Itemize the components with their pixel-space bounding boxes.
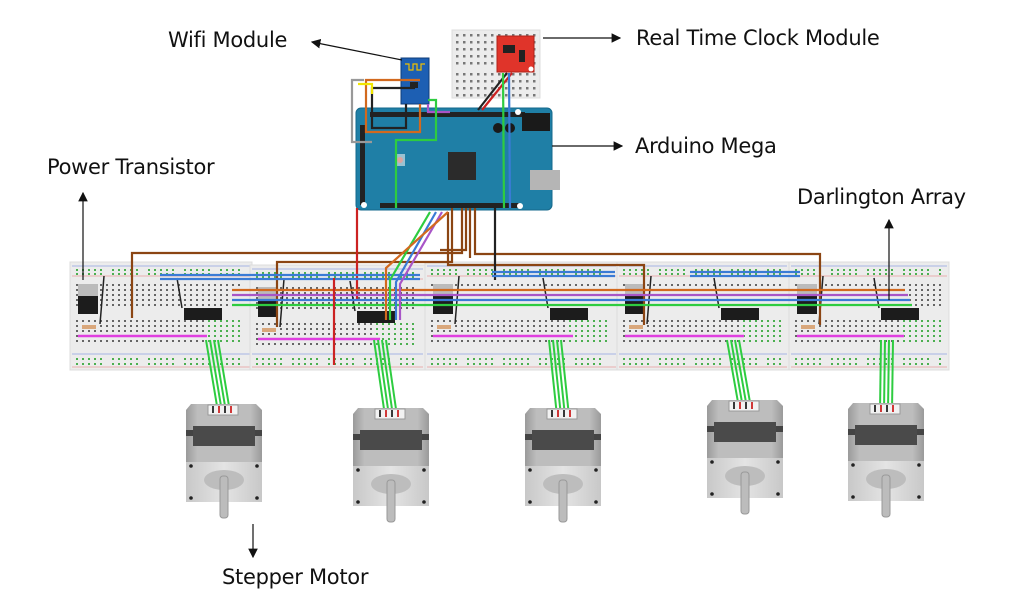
wire xyxy=(160,270,800,277)
wire xyxy=(358,82,374,94)
breadboard xyxy=(616,261,790,371)
wire xyxy=(394,98,438,208)
stepper-motor xyxy=(186,339,262,519)
breadboard xyxy=(424,261,619,371)
breadboard xyxy=(788,261,950,371)
label-power-transistor: Power Transistor xyxy=(47,155,215,179)
wire xyxy=(160,274,800,281)
arduino-mega xyxy=(355,107,560,211)
stepper-motor xyxy=(848,339,924,518)
label-rtc-module: Real Time Clock Module xyxy=(636,26,880,50)
wire xyxy=(130,208,464,318)
stepper-motor xyxy=(525,339,601,523)
wire xyxy=(350,78,372,144)
stepper-motor xyxy=(353,339,429,523)
wifi-arrow xyxy=(310,38,403,61)
wires xyxy=(130,72,912,365)
wire xyxy=(384,211,449,320)
stepper-motor xyxy=(707,339,783,515)
wire xyxy=(388,211,431,320)
annotation-arrows xyxy=(78,33,894,559)
label-darlington-array: Darlington Array xyxy=(797,185,966,209)
label-arduino-mega: Arduino Mega xyxy=(635,134,777,158)
label-stepper-motor: Stepper Motor xyxy=(222,565,369,589)
wire xyxy=(507,72,512,209)
wire xyxy=(364,78,422,134)
wire xyxy=(481,72,513,111)
wire xyxy=(398,211,443,320)
wire xyxy=(501,72,506,209)
wire xyxy=(440,208,468,252)
wire xyxy=(370,86,415,130)
label-wifi-module: Wifi Module xyxy=(168,28,288,52)
wire xyxy=(426,104,450,114)
breadboard xyxy=(249,264,426,371)
breadboards xyxy=(69,261,950,371)
stepper-motors xyxy=(186,339,924,523)
